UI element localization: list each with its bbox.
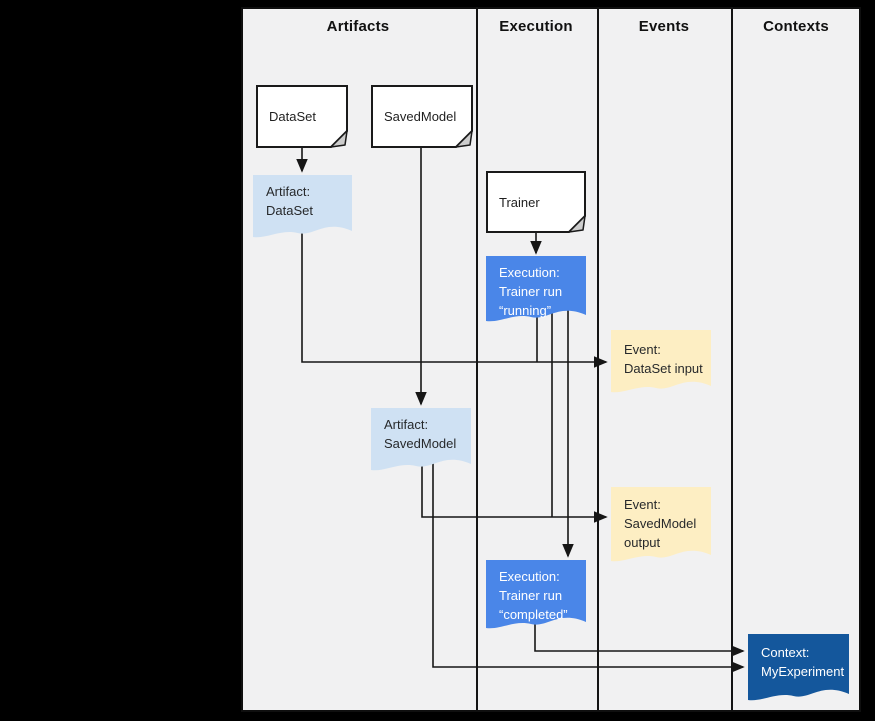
node-label: Event: SavedModel output (624, 497, 697, 550)
node-event-dataset-input: Event: DataSet input (611, 330, 711, 394)
node-artifact-savedmodel: Artifact: SavedModel (371, 408, 471, 472)
node-context-myexperiment: Context: MyExperiment (748, 634, 849, 702)
node-label: Artifact: DataSet (266, 184, 313, 218)
node-execution-completed: Execution: Trainer run “completed” (486, 560, 586, 630)
node-label: Execution: Trainer run “running” (499, 265, 563, 318)
node-trainer-doc: Trainer (486, 171, 586, 233)
node-label: Execution: Trainer run “completed” (499, 569, 568, 622)
edge-artifact-savedmodel-to-context (432, 458, 745, 673)
node-label: Trainer (499, 194, 540, 210)
column-header-events: Events (638, 18, 690, 35)
node-dataset-doc: DataSet (256, 85, 348, 148)
column-header-contexts: Contexts (763, 18, 829, 35)
edge-execution-completed-to-context (534, 616, 745, 657)
node-artifact-dataset: Artifact: DataSet (253, 175, 352, 239)
column-divider (731, 7, 733, 710)
node-label: SavedModel (384, 109, 457, 124)
column-header-artifacts: Artifacts (326, 18, 390, 35)
column-divider (476, 7, 478, 710)
node-label: DataSet (269, 109, 316, 124)
node-label: Artifact: SavedModel (384, 417, 457, 451)
edge-artifact-dataset-to-event-dataset-input (301, 228, 608, 368)
edge-artifact-savedmodel-to-event-savedmodel (421, 458, 608, 523)
node-label: Context: MyExperiment (761, 645, 845, 679)
node-event-savedmodel-output: Event: SavedModel output (611, 487, 711, 563)
node-execution-running: Execution: Trainer run “running” (486, 256, 586, 323)
column-header-execution: Execution (499, 18, 573, 35)
node-savedmodel-doc: SavedModel (371, 85, 473, 148)
node-label: Event: DataSet input (624, 342, 703, 376)
